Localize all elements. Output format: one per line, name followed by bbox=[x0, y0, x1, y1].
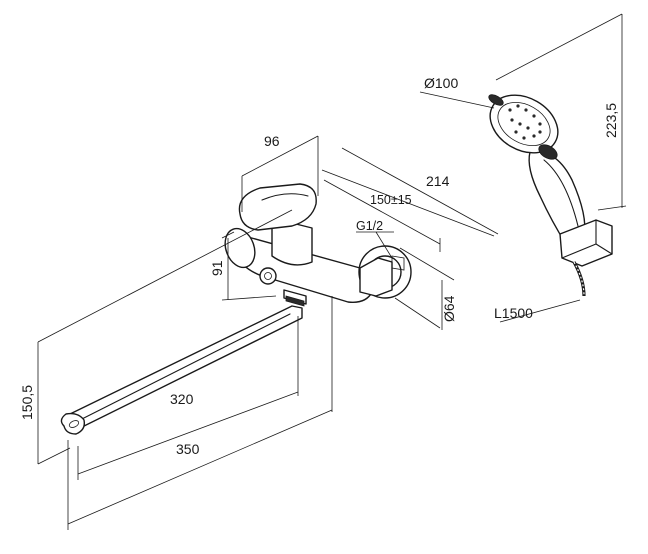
dim-150-15: 150±15 bbox=[370, 193, 412, 207]
spout bbox=[60, 305, 303, 435]
dim-320: 320 bbox=[170, 391, 194, 407]
dim-96: 96 bbox=[264, 133, 280, 149]
dim-350: 350 bbox=[176, 441, 200, 457]
dimension-labels: 96 214 150±15 G1/2 91 Ø64 320 350 150,5 … bbox=[19, 75, 619, 457]
dim-214: 214 bbox=[426, 173, 450, 189]
dim-91: 91 bbox=[209, 260, 225, 276]
dimension-lines bbox=[37, 13, 627, 530]
dim-g12: G1/2 bbox=[356, 219, 383, 233]
dim-150-5: 150,5 bbox=[19, 385, 35, 420]
dim-100: Ø100 bbox=[424, 75, 458, 91]
dim-l1500: L1500 bbox=[494, 305, 533, 321]
hand-shower bbox=[488, 94, 613, 297]
dim-64: Ø64 bbox=[441, 295, 457, 322]
dim-223-5: 223,5 bbox=[603, 103, 619, 138]
mixer-body bbox=[224, 183, 412, 307]
